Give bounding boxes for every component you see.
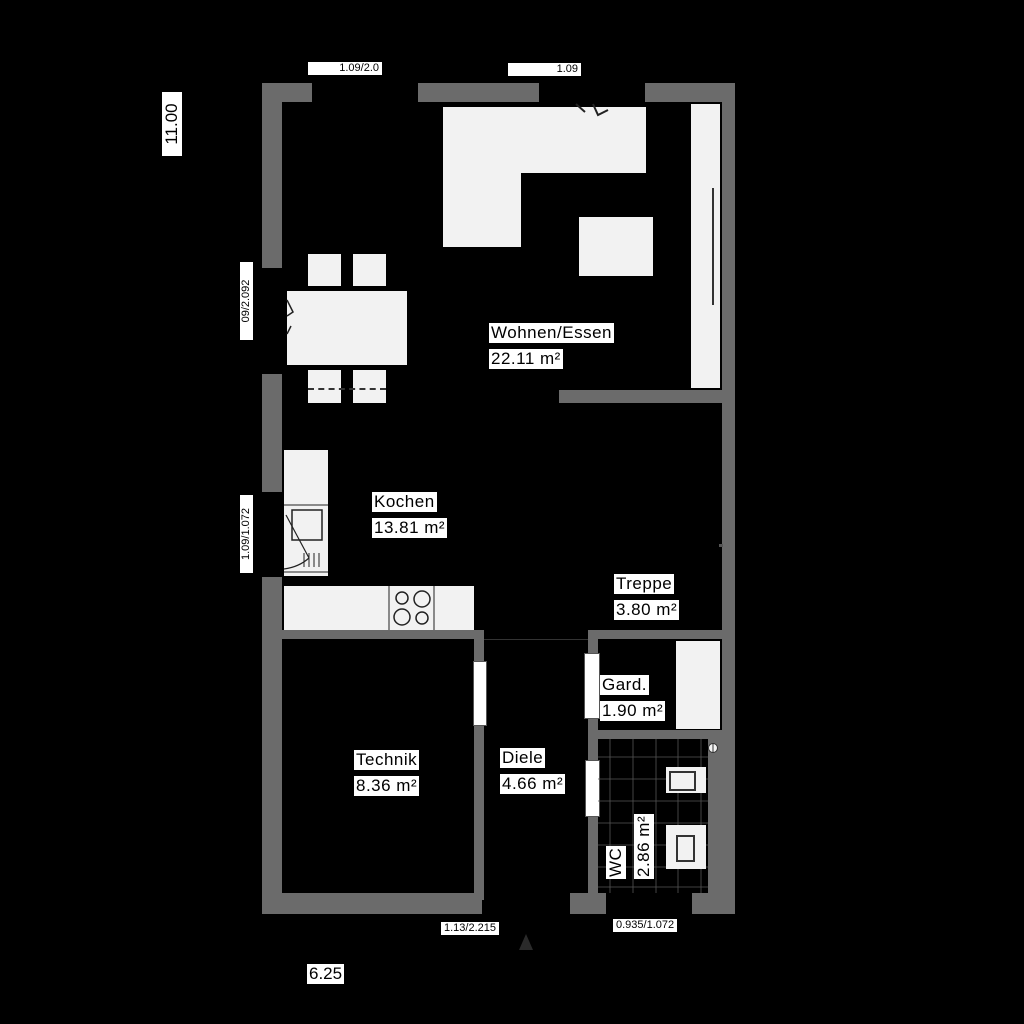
wardrobe-living bbox=[691, 104, 720, 388]
kitchen-counter-bottom bbox=[284, 586, 474, 630]
wall bbox=[262, 374, 282, 492]
wardrobe-line bbox=[712, 188, 714, 305]
door-dimension-entry: 1.13/2.215 bbox=[441, 922, 499, 935]
overall-height-dimension: 11.00 bbox=[162, 92, 182, 156]
wc-sink-basin bbox=[669, 771, 696, 791]
room-name-wohnen-essen: Wohnen/Essen bbox=[489, 323, 614, 343]
wall bbox=[722, 83, 735, 914]
diele-threshold bbox=[484, 639, 588, 640]
sink-icon bbox=[283, 504, 328, 573]
wall bbox=[588, 630, 722, 639]
room-name-garderobe: Gard. bbox=[600, 675, 650, 695]
entrance-arrow-icon bbox=[519, 934, 533, 950]
dining-chair bbox=[353, 370, 386, 403]
room-area-garderobe: 1.90 m² bbox=[600, 701, 666, 721]
room-area-treppe: 3.80 m² bbox=[614, 600, 680, 620]
door-technik[interactable] bbox=[473, 661, 487, 726]
wc-toilet-bowl bbox=[676, 835, 695, 862]
dining-chair bbox=[308, 370, 341, 403]
wall bbox=[474, 630, 484, 900]
drain-icon bbox=[708, 743, 718, 753]
room-area-diele: 4.66 m² bbox=[500, 774, 566, 794]
dining-chair bbox=[353, 254, 386, 286]
dining-table bbox=[287, 291, 407, 365]
room-name-treppe: Treppe bbox=[614, 574, 675, 594]
room-area-kochen: 13.81 m² bbox=[372, 518, 448, 538]
window-dimension-wc: 0.935/1.072 bbox=[613, 919, 678, 932]
door-wc[interactable] bbox=[585, 760, 600, 817]
wall bbox=[262, 577, 282, 914]
door-swing-icon bbox=[286, 299, 294, 335]
room-name-diele: Diele bbox=[500, 748, 546, 768]
room-name-technik: Technik bbox=[354, 750, 420, 770]
wall bbox=[559, 390, 724, 403]
sofa bbox=[443, 103, 646, 247]
overall-width-dimension: 6.25 bbox=[307, 964, 345, 984]
dining-chair bbox=[308, 254, 341, 286]
room-name-kochen: Kochen bbox=[372, 492, 437, 512]
wall bbox=[282, 630, 482, 639]
stair-marker bbox=[719, 544, 723, 547]
window-dimension-left-upper: 09/2.092 bbox=[240, 262, 253, 340]
room-name-wc: WC bbox=[606, 845, 626, 879]
wall bbox=[418, 83, 539, 102]
wall bbox=[645, 83, 735, 102]
door-garderobe[interactable] bbox=[584, 653, 600, 719]
room-area-wc: 2.86 m² bbox=[634, 813, 654, 879]
wall bbox=[262, 893, 482, 914]
room-area-technik: 8.36 m² bbox=[354, 776, 420, 796]
coffee-table bbox=[579, 217, 653, 276]
wall bbox=[598, 730, 722, 739]
chair-dash bbox=[308, 388, 386, 390]
room-area-wohnen-essen: 22.11 m² bbox=[489, 349, 563, 369]
window-dimension-top-left: 1.09/2.0 bbox=[308, 62, 382, 75]
window-dimension-top-right: 1.09 bbox=[508, 63, 581, 76]
stove-icon bbox=[388, 586, 435, 630]
coat-closet bbox=[676, 641, 720, 729]
window-dimension-left-lower: 1.09/1.072 bbox=[240, 495, 253, 573]
wall bbox=[692, 893, 735, 914]
wall bbox=[708, 739, 722, 893]
wall bbox=[262, 83, 282, 268]
